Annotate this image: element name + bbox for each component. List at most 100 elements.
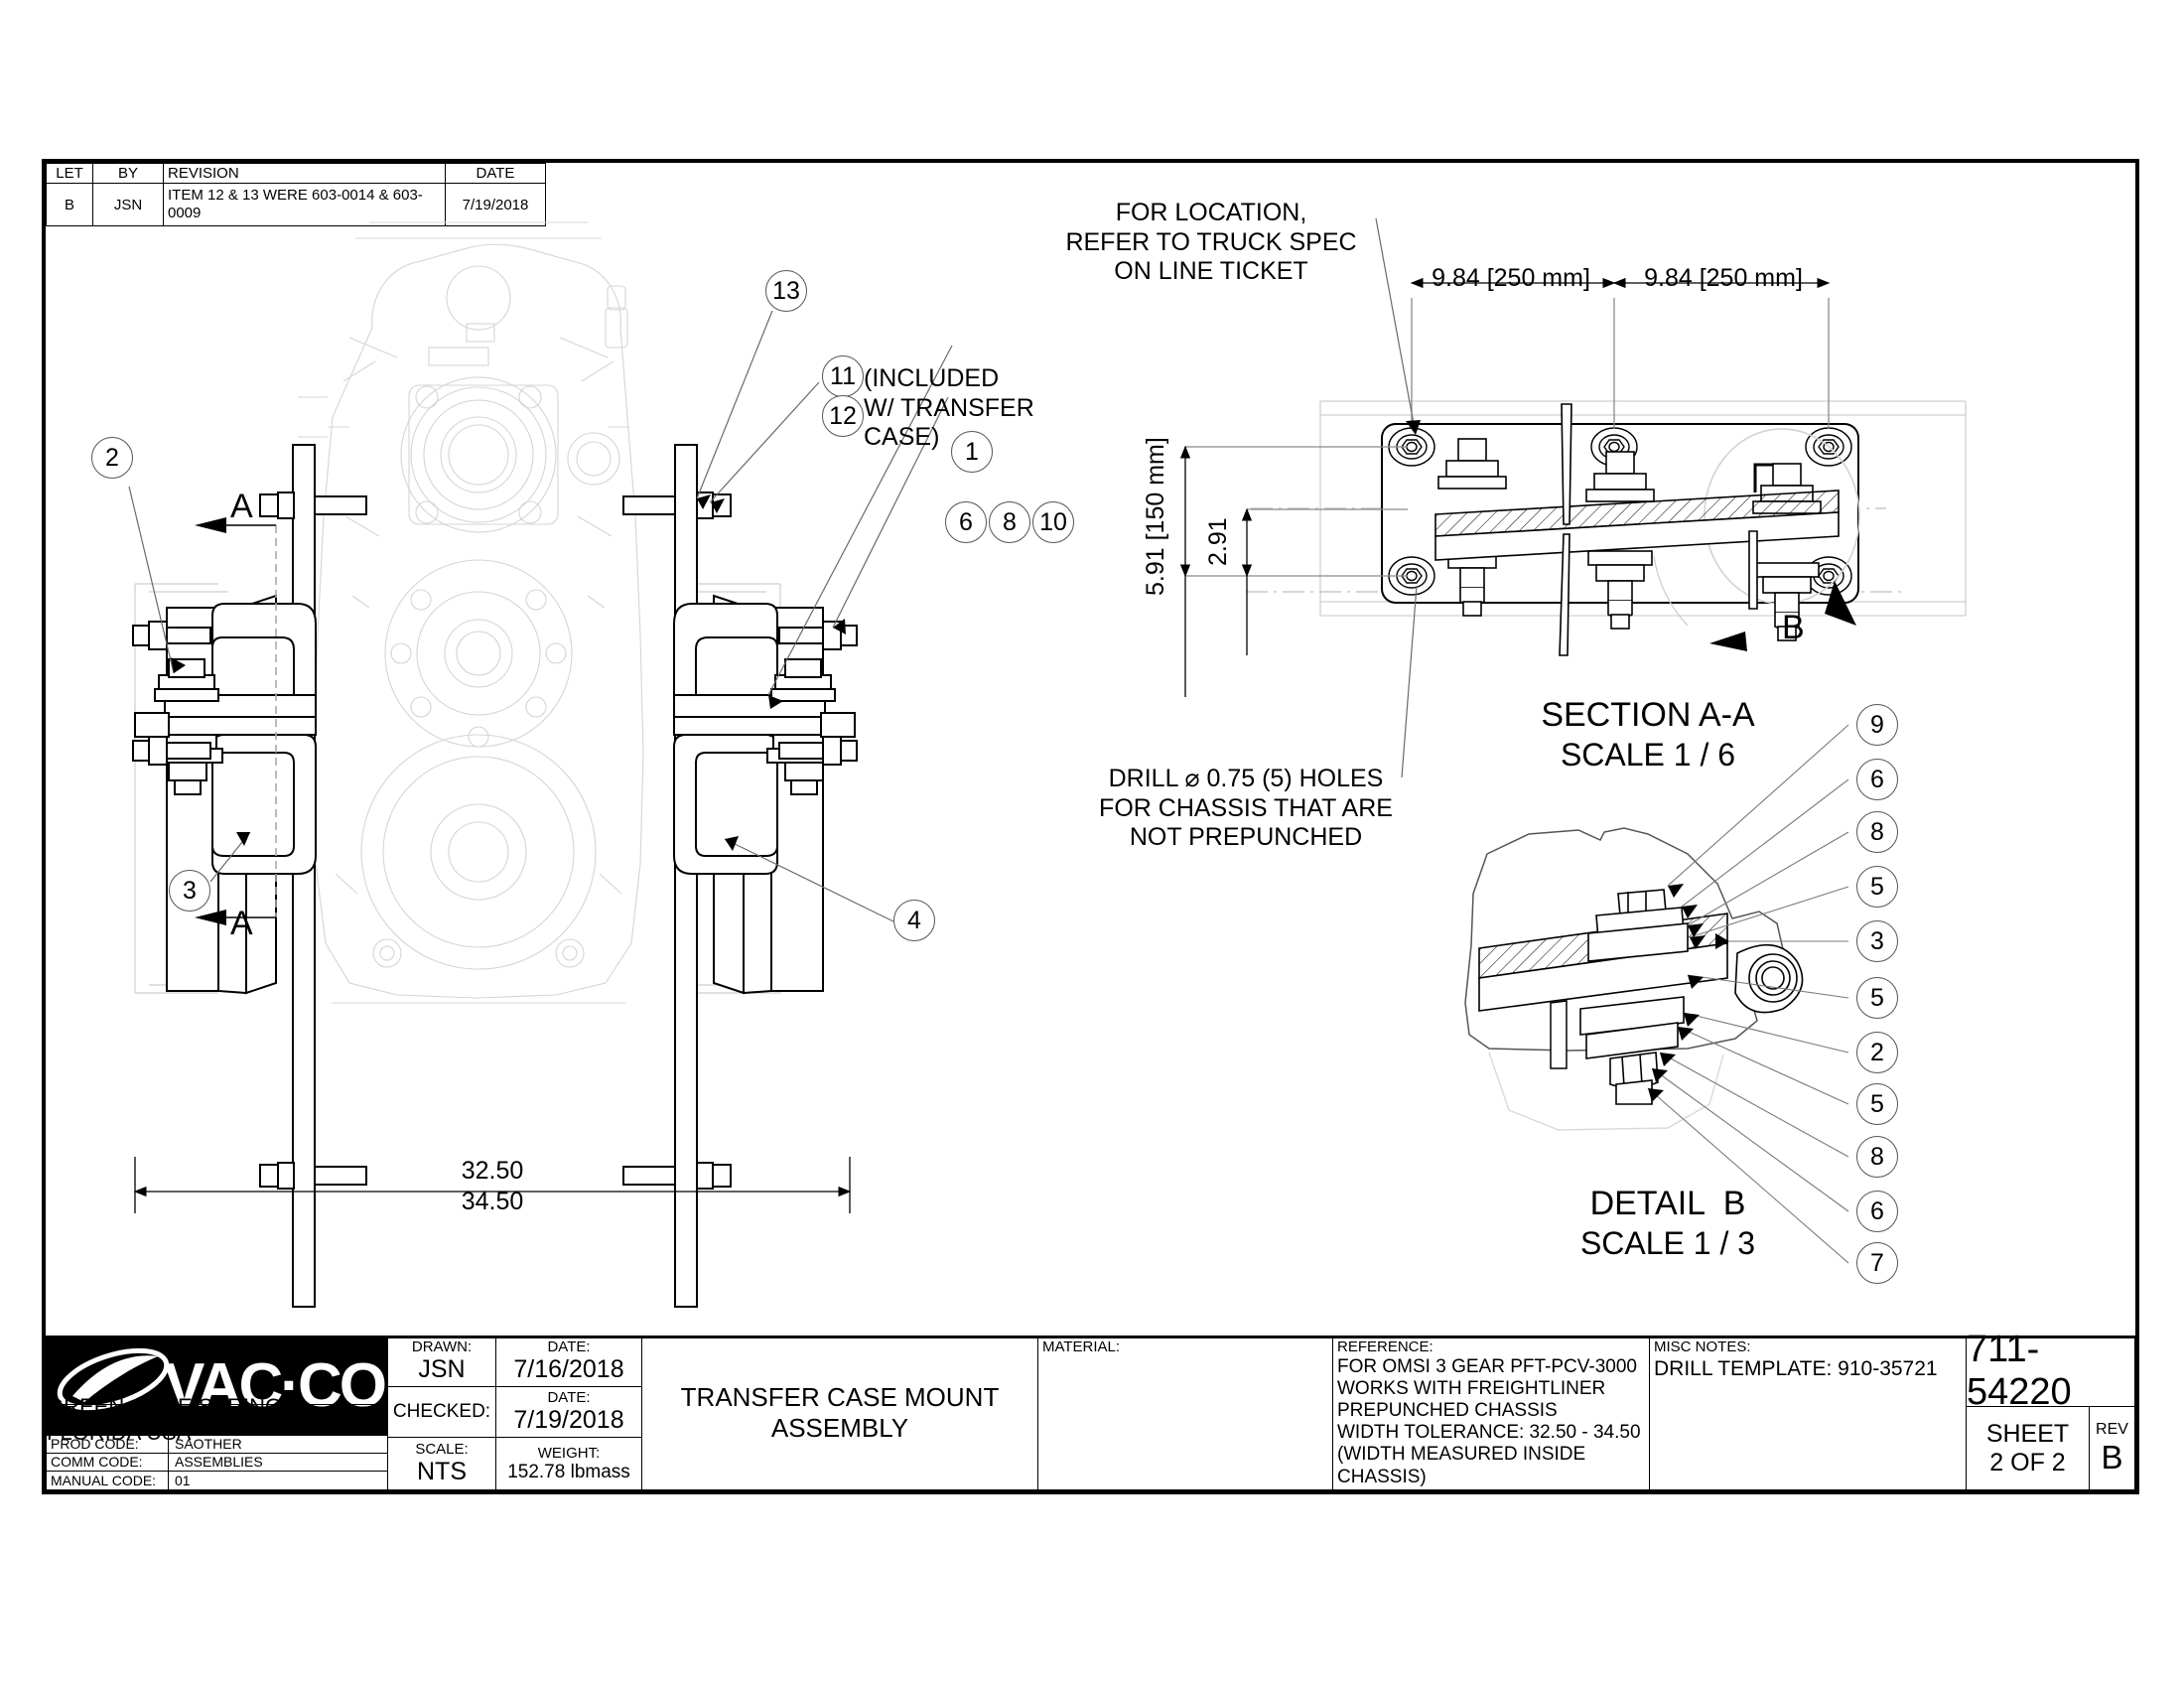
reference-cell: REFERENCE: FOR OMSI 3 GEAR PFT-PCV-3000 … (1332, 1336, 1650, 1490)
reference-line-2: WORKS WITH FREIGHTLINER (1337, 1377, 1606, 1399)
prod-code-row: PROD CODE: SAOTHER (46, 1435, 388, 1454)
section-marker-b: B (1782, 609, 1805, 646)
reference-line-4: WIDTH TOLERANCE: 32.50 - 34.50 (1337, 1422, 1641, 1444)
dimension-vertical-outer: 5.91 [150 mm] (1142, 437, 1169, 596)
balloon-13[interactable]: 13 (765, 270, 807, 312)
detail-balloon-2[interactable]: 2 (1856, 1032, 1898, 1073)
note-drill-holes: DRILL ⌀ 0.75 (5) HOLES FOR CHASSIS THAT … (1099, 765, 1393, 851)
scale-value: NTS (417, 1458, 467, 1485)
revision-header-date: DATE (445, 163, 546, 184)
detail-b-title: DETAIL B (1589, 1185, 1746, 1222)
reference-line-5: (WIDTH MEASURED INSIDE CHASSIS) (1337, 1444, 1586, 1487)
checked-date-cell: DATE: 7/19/2018 (495, 1386, 642, 1438)
company-logo: VAC·CON (46, 1336, 388, 1435)
checked-date-label: DATE: (547, 1389, 591, 1406)
manual-code-label: MANUAL CODE: (47, 1472, 169, 1489)
balloon-6[interactable]: 6 (945, 501, 987, 543)
detail-balloon-6a[interactable]: 6 (1856, 759, 1898, 800)
revision-header-row: LET BY REVISION DATE (46, 163, 546, 184)
prod-code-value: SAOTHER (175, 1436, 242, 1453)
detail-balloon-5c[interactable]: 5 (1856, 1083, 1898, 1125)
logo-wordmark: VAC·CON (164, 1351, 387, 1420)
revision-description: ITEM 12 & 13 WERE 603-0014 & 603-0009 (163, 183, 446, 226)
drawn-cell: DRAWN: JSN (387, 1336, 496, 1387)
reference-label: REFERENCE: (1337, 1338, 1433, 1355)
detail-b-scale: SCALE 1 / 3 (1579, 1225, 1756, 1261)
material-cell: MATERIAL: (1037, 1336, 1333, 1490)
comm-code-label: COMM CODE: (47, 1453, 169, 1472)
balloon-8[interactable]: 8 (989, 501, 1030, 543)
drawing-frame (42, 159, 2139, 1494)
dimension-horizontal-right: 9.84 [250 mm] (1644, 264, 1803, 292)
weight-value: 152.78 lbmass (507, 1461, 630, 1482)
balloon-12[interactable]: 12 (822, 395, 864, 437)
checked-cell: CHECKED: (387, 1386, 496, 1438)
rev-value: B (2101, 1438, 2123, 1476)
checked-date-value: 7/19/2018 (513, 1406, 624, 1434)
page-title: TRANSFER CASE MOUNT ASSEMBLY (680, 1382, 1000, 1443)
detail-balloon-7[interactable]: 7 (1856, 1242, 1898, 1284)
section-aa-scale: SCALE 1 / 6 (1560, 737, 1736, 773)
detail-balloon-5b[interactable]: 5 (1856, 977, 1898, 1019)
dimension-upper-value: 32.50 (461, 1157, 524, 1185)
reference-line-3: PREPUNCHED CHASSIS (1337, 1399, 1558, 1421)
sheet-cell: SHEET 2 OF 2 (1966, 1406, 2090, 1490)
drawing-number: 711-54220 (1966, 1329, 2135, 1413)
manual-code-value: 01 (175, 1472, 191, 1488)
misc-notes-value: DRILL TEMPLATE: 910-35721 (1654, 1357, 1938, 1380)
drawn-date-value: 7/16/2018 (513, 1355, 624, 1383)
balloon-1[interactable]: 1 (951, 431, 993, 473)
balloon-10[interactable]: 10 (1032, 501, 1074, 543)
dimension-horizontal-left: 9.84 [250 mm] (1432, 264, 1590, 292)
sheet-value: 2 OF 2 (1989, 1448, 2066, 1477)
drawn-value: JSN (418, 1355, 466, 1383)
misc-notes-cell: MISC NOTES: DRILL TEMPLATE: 910-35721 (1649, 1336, 1967, 1490)
drawing-title-cell: TRANSFER CASE MOUNT ASSEMBLY (641, 1336, 1038, 1490)
code-table: PROD CODE: SAOTHER COMM CODE: ASSEMBLIES… (46, 1435, 388, 1490)
scale-label: SCALE: (415, 1441, 469, 1458)
balloon-2[interactable]: 2 (91, 437, 133, 479)
rev-label: REV (2096, 1420, 2128, 1438)
note-included-with-transfer-case: (INCLUDED W/ TRANSFER CASE) (864, 364, 1034, 451)
reference-line-1: FOR OMSI 3 GEAR PFT-PCV-3000 (1337, 1355, 1637, 1377)
drawn-date-label: DATE: (547, 1338, 591, 1355)
detail-balloon-6b[interactable]: 6 (1856, 1191, 1898, 1232)
detail-balloon-9a[interactable]: 9 (1856, 704, 1898, 746)
scale-cell: SCALE: NTS (387, 1437, 496, 1490)
misc-notes-label: MISC NOTES: (1654, 1338, 1751, 1355)
balloon-11[interactable]: 11 (822, 355, 864, 397)
rev-cell: REV B (2089, 1406, 2135, 1490)
balloon-3[interactable]: 3 (169, 870, 210, 912)
revision-header-let: LET (46, 163, 93, 184)
table-row: B JSN ITEM 12 & 13 WERE 603-0014 & 603-0… (46, 183, 546, 226)
weight-label: WEIGHT: (537, 1444, 601, 1462)
detail-balloon-5a[interactable]: 5 (1856, 866, 1898, 908)
revision-let: B (46, 183, 93, 226)
drawn-label: DRAWN: (411, 1338, 473, 1355)
manual-code-row: MANUAL CODE: 01 (46, 1472, 388, 1490)
revision-header-revision: REVISION (163, 163, 446, 184)
detail-balloon-8a[interactable]: 8 (1856, 811, 1898, 853)
balloon-4[interactable]: 4 (893, 900, 935, 941)
swoosh-icon (57, 1347, 170, 1411)
revision-by: JSN (92, 183, 164, 226)
section-aa-title: SECTION A-A (1541, 696, 1755, 734)
weight-cell: WEIGHT: 152.78 lbmass (495, 1437, 642, 1490)
dimension-lower-value: 34.50 (461, 1188, 524, 1215)
revision-date: 7/19/2018 (445, 183, 546, 226)
revision-table: LET BY REVISION DATE B JSN ITEM 12 & 13 … (46, 163, 546, 226)
title-block (46, 1336, 2135, 1490)
detail-balloon-3[interactable]: 3 (1856, 920, 1898, 962)
dimension-vertical-inner: 2.91 (1204, 517, 1232, 566)
detail-balloon-8b[interactable]: 8 (1856, 1136, 1898, 1178)
checked-label: CHECKED: (392, 1401, 491, 1422)
drawn-date-cell: DATE: 7/16/2018 (495, 1336, 642, 1387)
prod-code-label: PROD CODE: (47, 1436, 169, 1453)
note-for-location: FOR LOCATION, REFER TO TRUCK SPEC ON LIN… (1065, 199, 1357, 285)
section-label-a-bottom: A (230, 905, 253, 942)
comm-code-value: ASSEMBLIES (175, 1454, 263, 1471)
comm-code-row: COMM CODE: ASSEMBLIES (46, 1453, 388, 1473)
company-city: GREEN COVE SPRINGS, FLORIDA USA (46, 1394, 388, 1445)
material-label: MATERIAL: (1042, 1338, 1121, 1355)
sheet-label: SHEET (1985, 1419, 2070, 1448)
